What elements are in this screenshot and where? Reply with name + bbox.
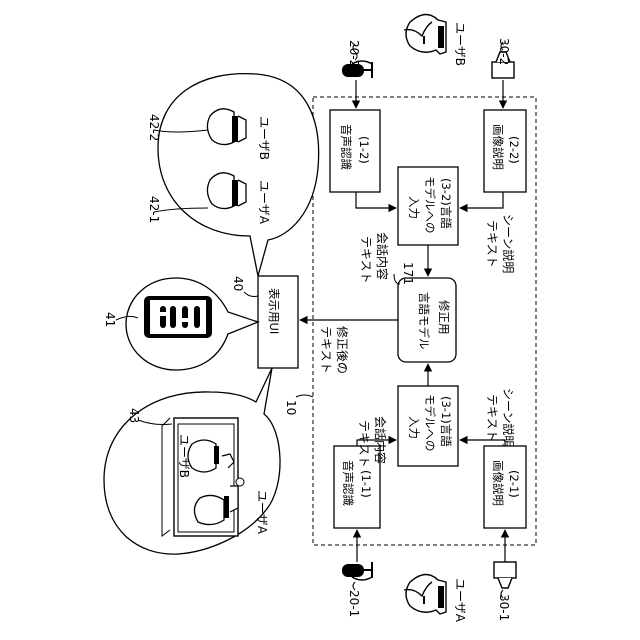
asr-box-b-num: (1-2)	[357, 136, 371, 164]
asr-box-b-text: 音声認識	[339, 124, 353, 170]
caption-box-b-num: (2-2)	[507, 136, 521, 164]
camera-a-ref: 30-1	[497, 594, 511, 621]
user-a-label: ユーザA	[453, 578, 467, 623]
scene-photo-icon	[162, 418, 244, 536]
input-box-b-line1: (3-2)言語	[439, 178, 453, 229]
avatar-user-a-ref: 42-1	[147, 196, 161, 223]
lm-line2: 言語モデル	[417, 292, 431, 350]
asr-box-a-text: 音声認識	[341, 460, 355, 506]
caption-box-a-text: 画像説明	[491, 460, 505, 506]
caption-box-b-text: 画像説明	[491, 124, 505, 170]
user-a-head-icon	[404, 574, 446, 614]
scene-ref: 43	[127, 408, 141, 423]
asr-box-a-num: (1-1)	[359, 470, 373, 498]
scene-a-label-1: シーン説明	[501, 388, 516, 447]
display-ui-text: 表示用UI	[267, 288, 281, 334]
phone-ref: 41	[103, 312, 117, 327]
scene-b-label-2: テキスト	[485, 220, 499, 268]
asr-b-to-input-arrow	[356, 192, 396, 208]
lm-line1: 修正用	[437, 300, 451, 335]
caption-b-to-input-arrow	[460, 192, 503, 208]
corrected-label-1: 修正後の	[335, 326, 350, 374]
asr-box-b	[330, 110, 380, 192]
mic-a-ref: 20-1	[347, 590, 361, 617]
scene-b-label-1: シーン説明	[501, 214, 516, 273]
scene-user-b-label: ユーザB	[177, 434, 191, 478]
avatar-user-b-ref: 42-2	[147, 114, 161, 141]
conv-b-label-2: テキスト	[359, 236, 373, 284]
avatar-user-a-label: ユーザA	[257, 180, 271, 225]
user-b-head-icon	[404, 14, 446, 54]
system-ref-leader	[296, 395, 313, 397]
conv-a-label-2: テキスト	[357, 420, 371, 468]
display-ui-ref: 40	[231, 276, 245, 291]
user-b-label: ユーザB	[453, 22, 467, 66]
avatar-user-b-label: ユーザB	[257, 116, 271, 160]
corrected-label-2: テキスト	[319, 326, 333, 374]
caption-box-a-num: (2-1)	[507, 470, 521, 498]
top-speech-bubble	[158, 74, 319, 276]
conv-b-label-1: 会話内容	[375, 232, 390, 280]
camera-a-icon	[494, 562, 516, 588]
input-box-b-line3: 入力	[407, 196, 421, 219]
mic-a-icon	[342, 562, 372, 580]
smartphone-icon	[144, 296, 212, 338]
system-ref-label: 10	[284, 400, 298, 415]
input-box-a-line1: (3-1)言語	[439, 396, 453, 447]
scene-user-a-label: ユーザA	[255, 490, 269, 535]
mic-b-ref: 20-2	[347, 40, 361, 67]
input-box-b-line2: モデルへの	[423, 176, 437, 234]
conv-a-label-1: 会話内容	[373, 416, 388, 464]
camera-b-ref: 30-2	[497, 38, 511, 65]
input-box-a-line2: モデルへの	[423, 394, 437, 452]
input-box-a-line3: 入力	[407, 416, 421, 439]
lm-ref: 171	[401, 262, 415, 285]
scene-a-label-2: テキスト	[485, 394, 499, 442]
